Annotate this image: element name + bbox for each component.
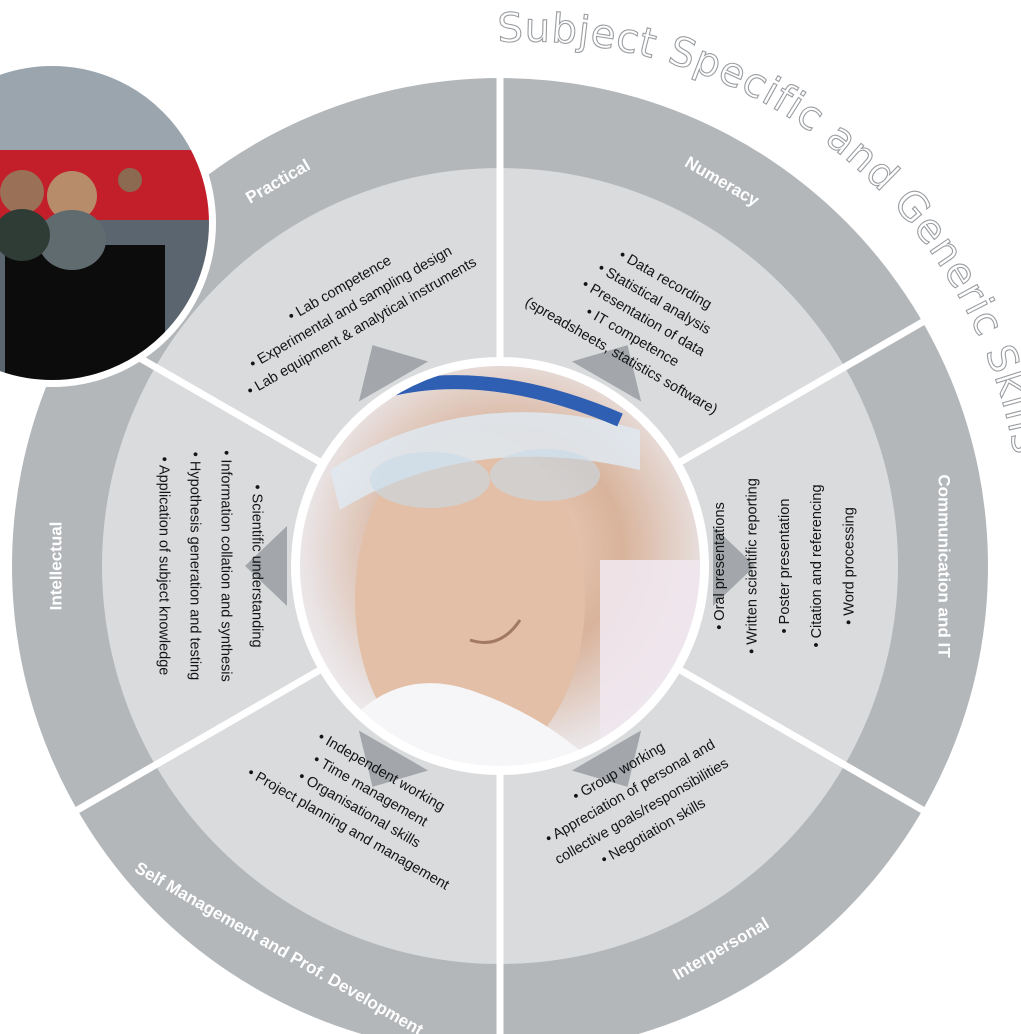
divider-line <box>73 665 325 815</box>
arrow-numeracy <box>571 345 642 402</box>
arrow-intellectual <box>245 526 287 606</box>
item-intellectual: • Information collation and synthesis <box>218 450 234 682</box>
label-intellectual: Intellectual <box>46 522 65 611</box>
item-communication: • Oral presentations <box>712 502 728 630</box>
item-intellectual: • Application of subject knowledge <box>156 457 172 676</box>
divider-line <box>675 665 927 815</box>
corner-photo <box>0 59 216 387</box>
arrow-communication <box>713 526 755 606</box>
item-communication: • Poster presentation <box>777 499 793 634</box>
arrow-self-management <box>358 730 429 787</box>
center-photo <box>291 357 709 775</box>
arrow-practical <box>358 345 429 402</box>
item-communication: • Written scientific reporting <box>744 478 760 654</box>
label-communication: Communication and IT <box>935 474 954 658</box>
item-intellectual: • Hypothesis generation and testing <box>187 452 203 680</box>
segment-arrows <box>245 345 755 787</box>
item-intellectual: • Scientific understanding <box>249 484 265 647</box>
item-communication: • Citation and referencing <box>809 484 825 647</box>
item-communication: • Word processing <box>842 507 858 625</box>
divider-line <box>675 317 927 467</box>
arrow-interpersonal <box>571 730 642 787</box>
